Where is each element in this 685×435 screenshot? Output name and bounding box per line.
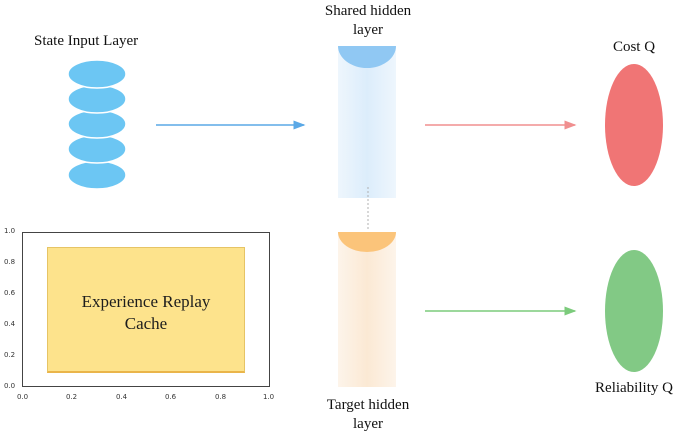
input-node-4 [67, 134, 127, 164]
x-tick: 0.8 [215, 393, 227, 401]
target-hidden-column [338, 232, 396, 387]
y-tick: 0.4 [4, 320, 16, 328]
input-node-2 [67, 84, 127, 114]
input-node-1 [67, 59, 127, 89]
x-tick: 0.4 [116, 393, 128, 401]
y-tick: 0.8 [4, 258, 16, 266]
y-tick: 0.6 [4, 289, 16, 297]
input-node-5 [67, 160, 127, 190]
x-tick: 0.0 [17, 393, 29, 401]
target-hidden-label: Target hidden layer [326, 397, 410, 432]
reliability-q-node [605, 250, 663, 372]
x-tick: 1.0 [263, 393, 275, 401]
experience-replay-cache: Experience Replay Cache [47, 247, 245, 373]
target-hidden-cap [338, 232, 396, 252]
reliability-q-label: Reliability Q [595, 380, 673, 396]
x-tick: 0.2 [66, 393, 78, 401]
y-tick: 0.0 [4, 382, 16, 390]
cost-q-node [605, 64, 663, 186]
state-input-label: State Input Layer [34, 33, 139, 49]
cache-label: Experience Replay Cache [81, 292, 211, 333]
input-node-3 [67, 109, 127, 139]
cost-q-label: Cost Q [612, 39, 656, 55]
state-input-nodes [67, 59, 127, 190]
shared-hidden-column [338, 46, 396, 198]
x-tick: 0.6 [165, 393, 177, 401]
y-tick: 0.2 [4, 351, 16, 359]
shared-hidden-cap [338, 46, 396, 68]
shared-hidden-label: Shared hidden layer [324, 3, 412, 38]
y-tick: 1.0 [4, 227, 16, 235]
